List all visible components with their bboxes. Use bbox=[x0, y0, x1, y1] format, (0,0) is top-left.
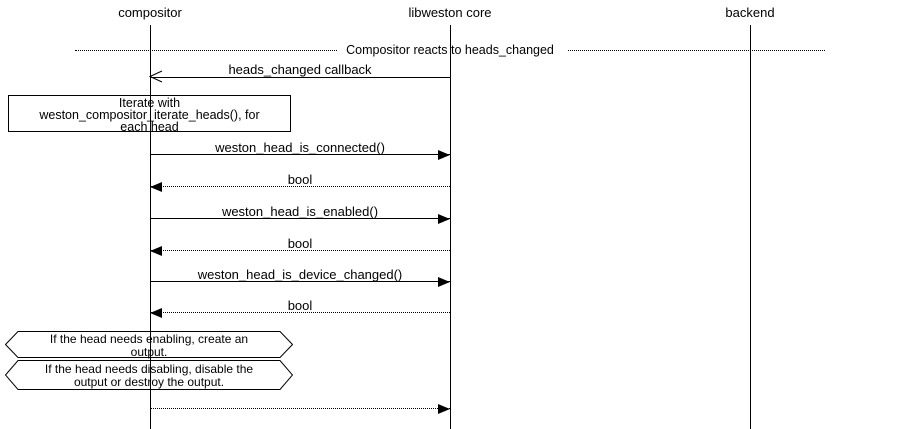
note-line: weston_compositor_iterate_heads(), for bbox=[39, 108, 260, 122]
message-label-head-is-enabled: weston_head_is_enabled() bbox=[221, 204, 379, 219]
divider-label: Compositor reacts to heads_changed bbox=[346, 43, 554, 57]
guard-enable-output-shape bbox=[5, 331, 293, 358]
arrowhead-filled-right-icon bbox=[438, 404, 450, 414]
arrowhead-filled-left-icon bbox=[150, 308, 162, 318]
lifeline-backend bbox=[750, 25, 751, 429]
message-line-head-is-enabled bbox=[150, 218, 450, 219]
message-label-head-is-connected: weston_head_is_connected() bbox=[215, 140, 385, 155]
message-line-head-is-device-changed bbox=[150, 281, 450, 282]
guard-line: output. bbox=[130, 344, 168, 359]
arrowhead-filled-right-icon bbox=[438, 277, 450, 287]
guard-disable-output: If the head needs disabling, disable the… bbox=[5, 363, 293, 388]
arrowhead-open-left-icon bbox=[149, 70, 163, 83]
divider-line-left bbox=[75, 50, 337, 51]
guard-line: If the head needs disabling, disable the bbox=[44, 362, 254, 376]
arrowhead-filled-left-icon bbox=[150, 182, 162, 192]
note-line: Iterate with bbox=[118, 96, 181, 110]
arrowhead-filled-right-icon bbox=[438, 214, 450, 224]
guard-line: output or destroy the output. bbox=[73, 374, 225, 389]
actor-label-backend: backend bbox=[725, 5, 775, 20]
message-line-bool-device-changed bbox=[150, 312, 450, 313]
guard-line: If the head needs enabling, create an bbox=[49, 332, 249, 346]
lifeline-compositor bbox=[150, 25, 151, 429]
message-line-bool-connected bbox=[150, 186, 450, 187]
actor-label-libweston-core: libweston core bbox=[408, 5, 492, 20]
message-line-heads-changed-callback bbox=[150, 77, 450, 78]
arrowhead-filled-left-icon bbox=[150, 246, 162, 256]
note-iterate-heads: Iterate with weston_compositor_iterate_h… bbox=[8, 95, 291, 134]
arrowhead-filled-right-icon bbox=[438, 150, 450, 160]
lifeline-libweston-core bbox=[450, 25, 451, 429]
message-label-bool-connected: bool bbox=[287, 172, 313, 187]
message-label-bool-enabled: bool bbox=[287, 236, 313, 251]
guard-disable-output-shape bbox=[5, 360, 293, 390]
message-label-head-is-device-changed: weston_head_is_device_changed() bbox=[197, 267, 403, 282]
message-line-unlabeled-return bbox=[150, 408, 450, 409]
note-line: each head bbox=[120, 120, 179, 134]
divider-line-right bbox=[568, 50, 825, 51]
message-line-bool-enabled bbox=[150, 250, 450, 251]
guard-enable-output: If the head needs enabling, create an ou… bbox=[5, 333, 293, 358]
message-label-bool-device-changed: bool bbox=[287, 298, 313, 313]
actor-label-compositor: compositor bbox=[118, 5, 182, 20]
message-line-head-is-connected bbox=[150, 154, 450, 155]
message-label-heads-changed-callback: heads_changed callback bbox=[228, 62, 372, 77]
